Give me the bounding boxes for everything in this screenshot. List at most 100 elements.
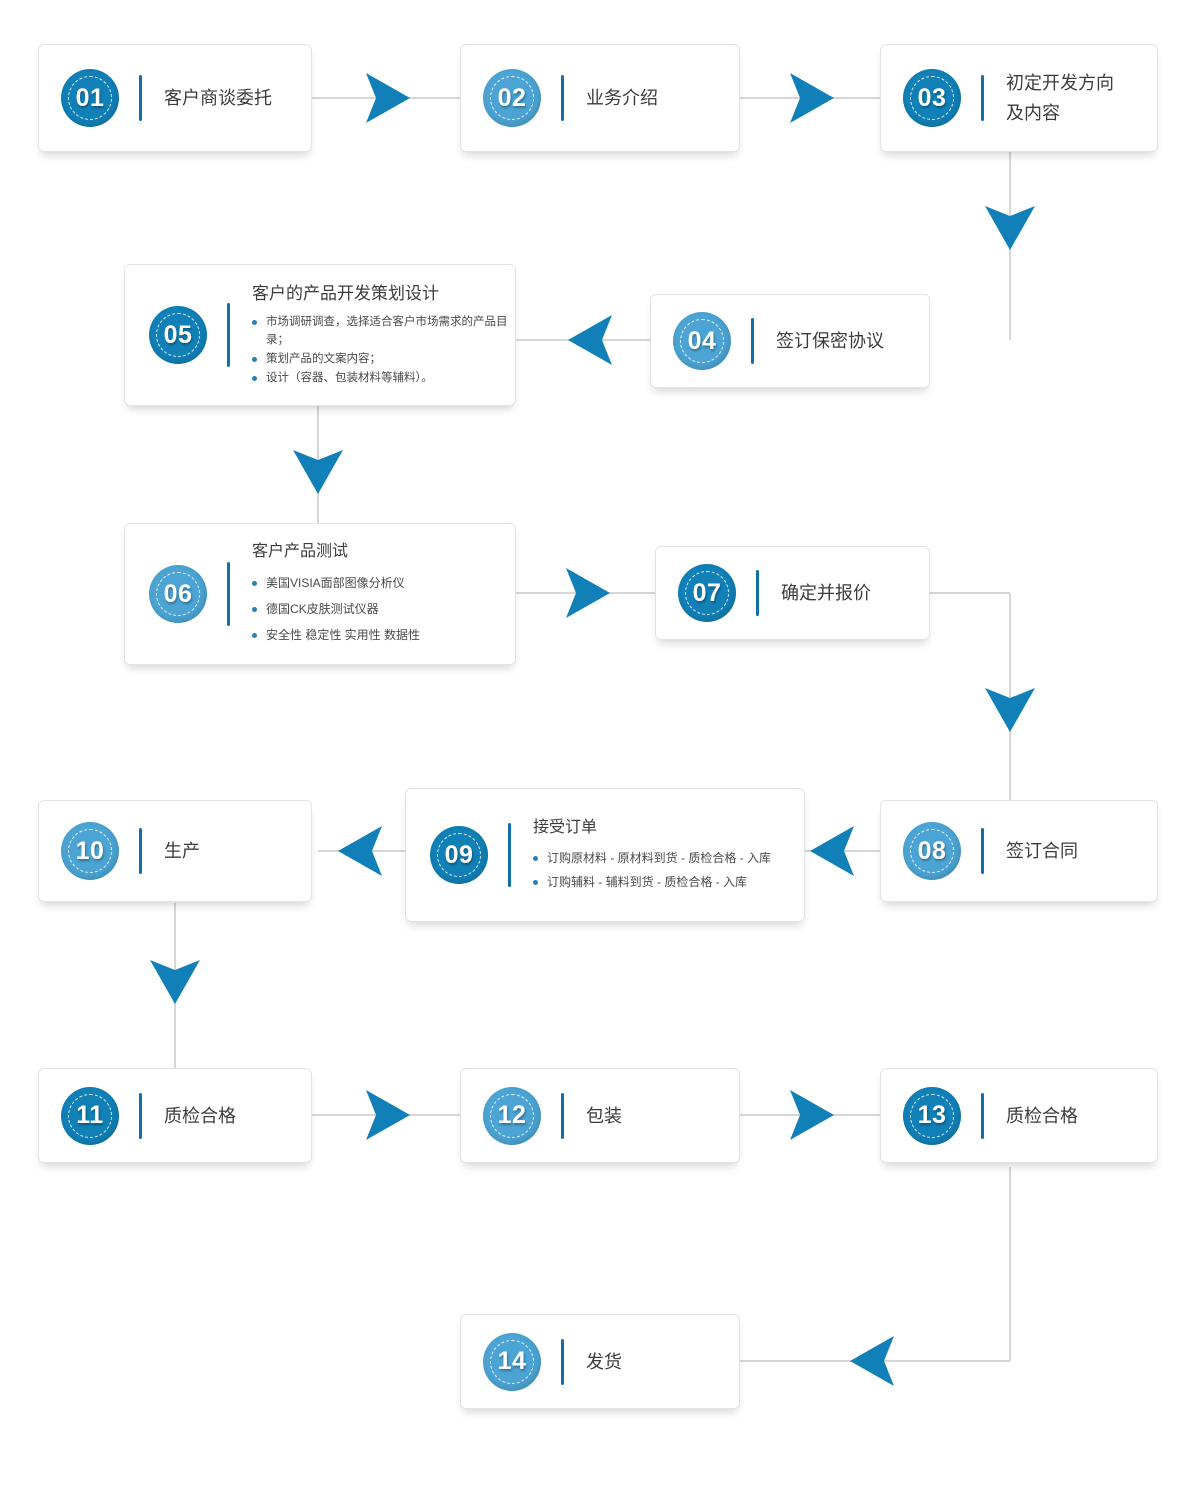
step-title: 确定并报价 <box>781 583 871 603</box>
step-card-10[interactable]: 10 生产 <box>38 800 312 902</box>
step-card-13[interactable]: 13 质检合格 <box>880 1068 1158 1163</box>
arrow-08-09 <box>810 826 854 876</box>
step-card-07[interactable]: 07 确定并报价 <box>655 546 930 640</box>
step-body: 确定并报价 <box>781 578 929 608</box>
step-body: 客户的产品开发策划设计 市场调研调查，选择适合客户市场需求的产品目录； 策划产品… <box>252 282 515 388</box>
step-card-04[interactable]: 04 签订保密协议 <box>650 294 930 388</box>
bullet-item: 设计（容器、包装材料等辅料）。 <box>252 369 515 387</box>
step-number-badge: 07 <box>678 564 736 622</box>
step-number-badge: 01 <box>61 69 119 127</box>
step-body: 发货 <box>586 1347 739 1377</box>
arrow-09-10 <box>338 826 382 876</box>
bullet-item: 安全性 稳定性 实用性 数据性 <box>252 622 515 648</box>
step-body: 初定开发方向 及内容 <box>1006 68 1157 128</box>
step-body: 业务介绍 <box>586 83 739 113</box>
badge-divider <box>508 823 511 887</box>
step-card-03[interactable]: 03 初定开发方向 及内容 <box>880 44 1158 152</box>
arrow-05-06 <box>293 450 343 494</box>
step-body: 签订合同 <box>1006 836 1157 866</box>
arrow-12-13 <box>790 1090 834 1140</box>
step-number-badge: 10 <box>61 822 119 880</box>
step-title: 签订保密协议 <box>776 331 884 351</box>
arrow-13-14 <box>850 1336 894 1386</box>
arrow-11-12 <box>366 1090 410 1140</box>
badge-divider <box>756 570 759 616</box>
step-body: 客户产品测试 美国VISIA面部图像分析仪 德国CK皮肤测试仪器 安全性 稳定性… <box>252 540 515 648</box>
step-number-badge: 13 <box>903 1086 961 1145</box>
step-badge-wrap: 14 <box>483 1332 541 1391</box>
step-number-badge: 12 <box>483 1086 541 1145</box>
badge-divider <box>139 75 142 121</box>
step-card-09[interactable]: 09 接受订单 订购原材料 - 原材料到货 - 质检合格 - 入库 订购辅料 -… <box>405 788 805 922</box>
step-badge-wrap: 13 <box>903 1086 961 1145</box>
step-card-14[interactable]: 14 发货 <box>460 1314 740 1409</box>
badge-divider <box>751 318 754 364</box>
step-badge-wrap: 05 <box>149 306 207 364</box>
step-body: 生产 <box>164 836 311 866</box>
step-title: 客户产品测试 <box>252 543 349 560</box>
step-title: 业务介绍 <box>586 88 658 108</box>
step-card-01[interactable]: 01 客户商谈委托 <box>38 44 312 152</box>
step-badge-wrap: 03 <box>903 69 961 127</box>
arrow-07-08 <box>985 688 1035 732</box>
step-number-badge: 14 <box>483 1332 541 1391</box>
badge-divider <box>139 1092 142 1139</box>
bullet-item: 美国VISIA面部图像分析仪 <box>252 570 515 596</box>
arrow-03-04 <box>985 206 1035 250</box>
step-card-06[interactable]: 06 客户产品测试 美国VISIA面部图像分析仪 德国CK皮肤测试仪器 安全性 … <box>124 523 516 665</box>
step-card-05[interactable]: 05 客户的产品开发策划设计 市场调研调查，选择适合客户市场需求的产品目录； 策… <box>124 264 516 406</box>
badge-divider <box>227 562 230 626</box>
arrow-01-02 <box>366 73 410 123</box>
bullet-item: 德国CK皮肤测试仪器 <box>252 596 515 622</box>
step-card-02[interactable]: 02 业务介绍 <box>460 44 740 152</box>
step-number-badge: 03 <box>903 69 961 127</box>
step-body: 质检合格 <box>1006 1101 1157 1131</box>
step-bullet-list: 市场调研调查，选择适合客户市场需求的产品目录； 策划产品的文案内容； 设计（容器… <box>252 312 515 388</box>
step-body: 包装 <box>586 1101 739 1131</box>
step-number-badge: 08 <box>903 822 961 880</box>
bullet-item: 订购辅料 - 辅料到货 - 质检合格 - 入库 <box>533 870 804 894</box>
step-title: 客户的产品开发策划设计 <box>252 284 439 303</box>
step-title: 客户商谈委托 <box>164 88 272 108</box>
badge-divider <box>227 303 230 367</box>
step-badge-wrap: 09 <box>430 826 488 884</box>
arrow-06-07 <box>566 568 610 618</box>
step-card-11[interactable]: 11 质检合格 <box>38 1068 312 1163</box>
arrow-10-11 <box>150 960 200 1004</box>
badge-divider <box>139 828 142 874</box>
step-title: 质检合格 <box>1006 1105 1078 1126</box>
arrow-04-05 <box>568 315 612 365</box>
step-badge-wrap: 07 <box>678 564 736 622</box>
step-body: 签订保密协议 <box>776 326 929 356</box>
bullet-item: 市场调研调查，选择适合客户市场需求的产品目录； <box>252 313 515 349</box>
arrow-02-03 <box>790 73 834 123</box>
step-number-badge: 09 <box>430 826 488 884</box>
step-badge-wrap: 10 <box>61 822 119 880</box>
bullet-item: 订购原材料 - 原材料到货 - 质检合格 - 入库 <box>533 846 804 870</box>
step-card-12[interactable]: 12 包装 <box>460 1068 740 1163</box>
step-badge-wrap: 11 <box>61 1086 119 1145</box>
badge-divider <box>981 75 984 121</box>
step-bullet-list: 订购原材料 - 原材料到货 - 质检合格 - 入库 订购辅料 - 辅料到货 - … <box>533 846 804 894</box>
step-title: 接受订单 <box>533 819 598 836</box>
step-number-badge: 06 <box>149 565 207 623</box>
step-title: 包装 <box>586 1105 622 1126</box>
bullet-item: 策划产品的文案内容； <box>252 350 515 368</box>
step-badge-wrap: 01 <box>61 69 119 127</box>
step-badge-wrap: 04 <box>673 312 731 370</box>
step-title: 生产 <box>164 841 200 861</box>
step-badge-wrap: 02 <box>483 69 541 127</box>
badge-divider <box>981 828 984 874</box>
step-number-badge: 02 <box>483 69 541 127</box>
step-badge-wrap: 12 <box>483 1086 541 1145</box>
step-number-badge: 04 <box>673 312 731 370</box>
step-badge-wrap: 08 <box>903 822 961 880</box>
step-title: 质检合格 <box>164 1105 236 1126</box>
badge-divider <box>561 1092 564 1139</box>
step-card-08[interactable]: 08 签订合同 <box>880 800 1158 902</box>
step-title: 初定开发方向 及内容 <box>1006 73 1114 123</box>
step-number-badge: 05 <box>149 306 207 364</box>
step-body: 接受订单 订购原材料 - 原材料到货 - 质检合格 - 入库 订购辅料 - 辅料… <box>533 816 804 894</box>
step-body: 质检合格 <box>164 1101 311 1131</box>
